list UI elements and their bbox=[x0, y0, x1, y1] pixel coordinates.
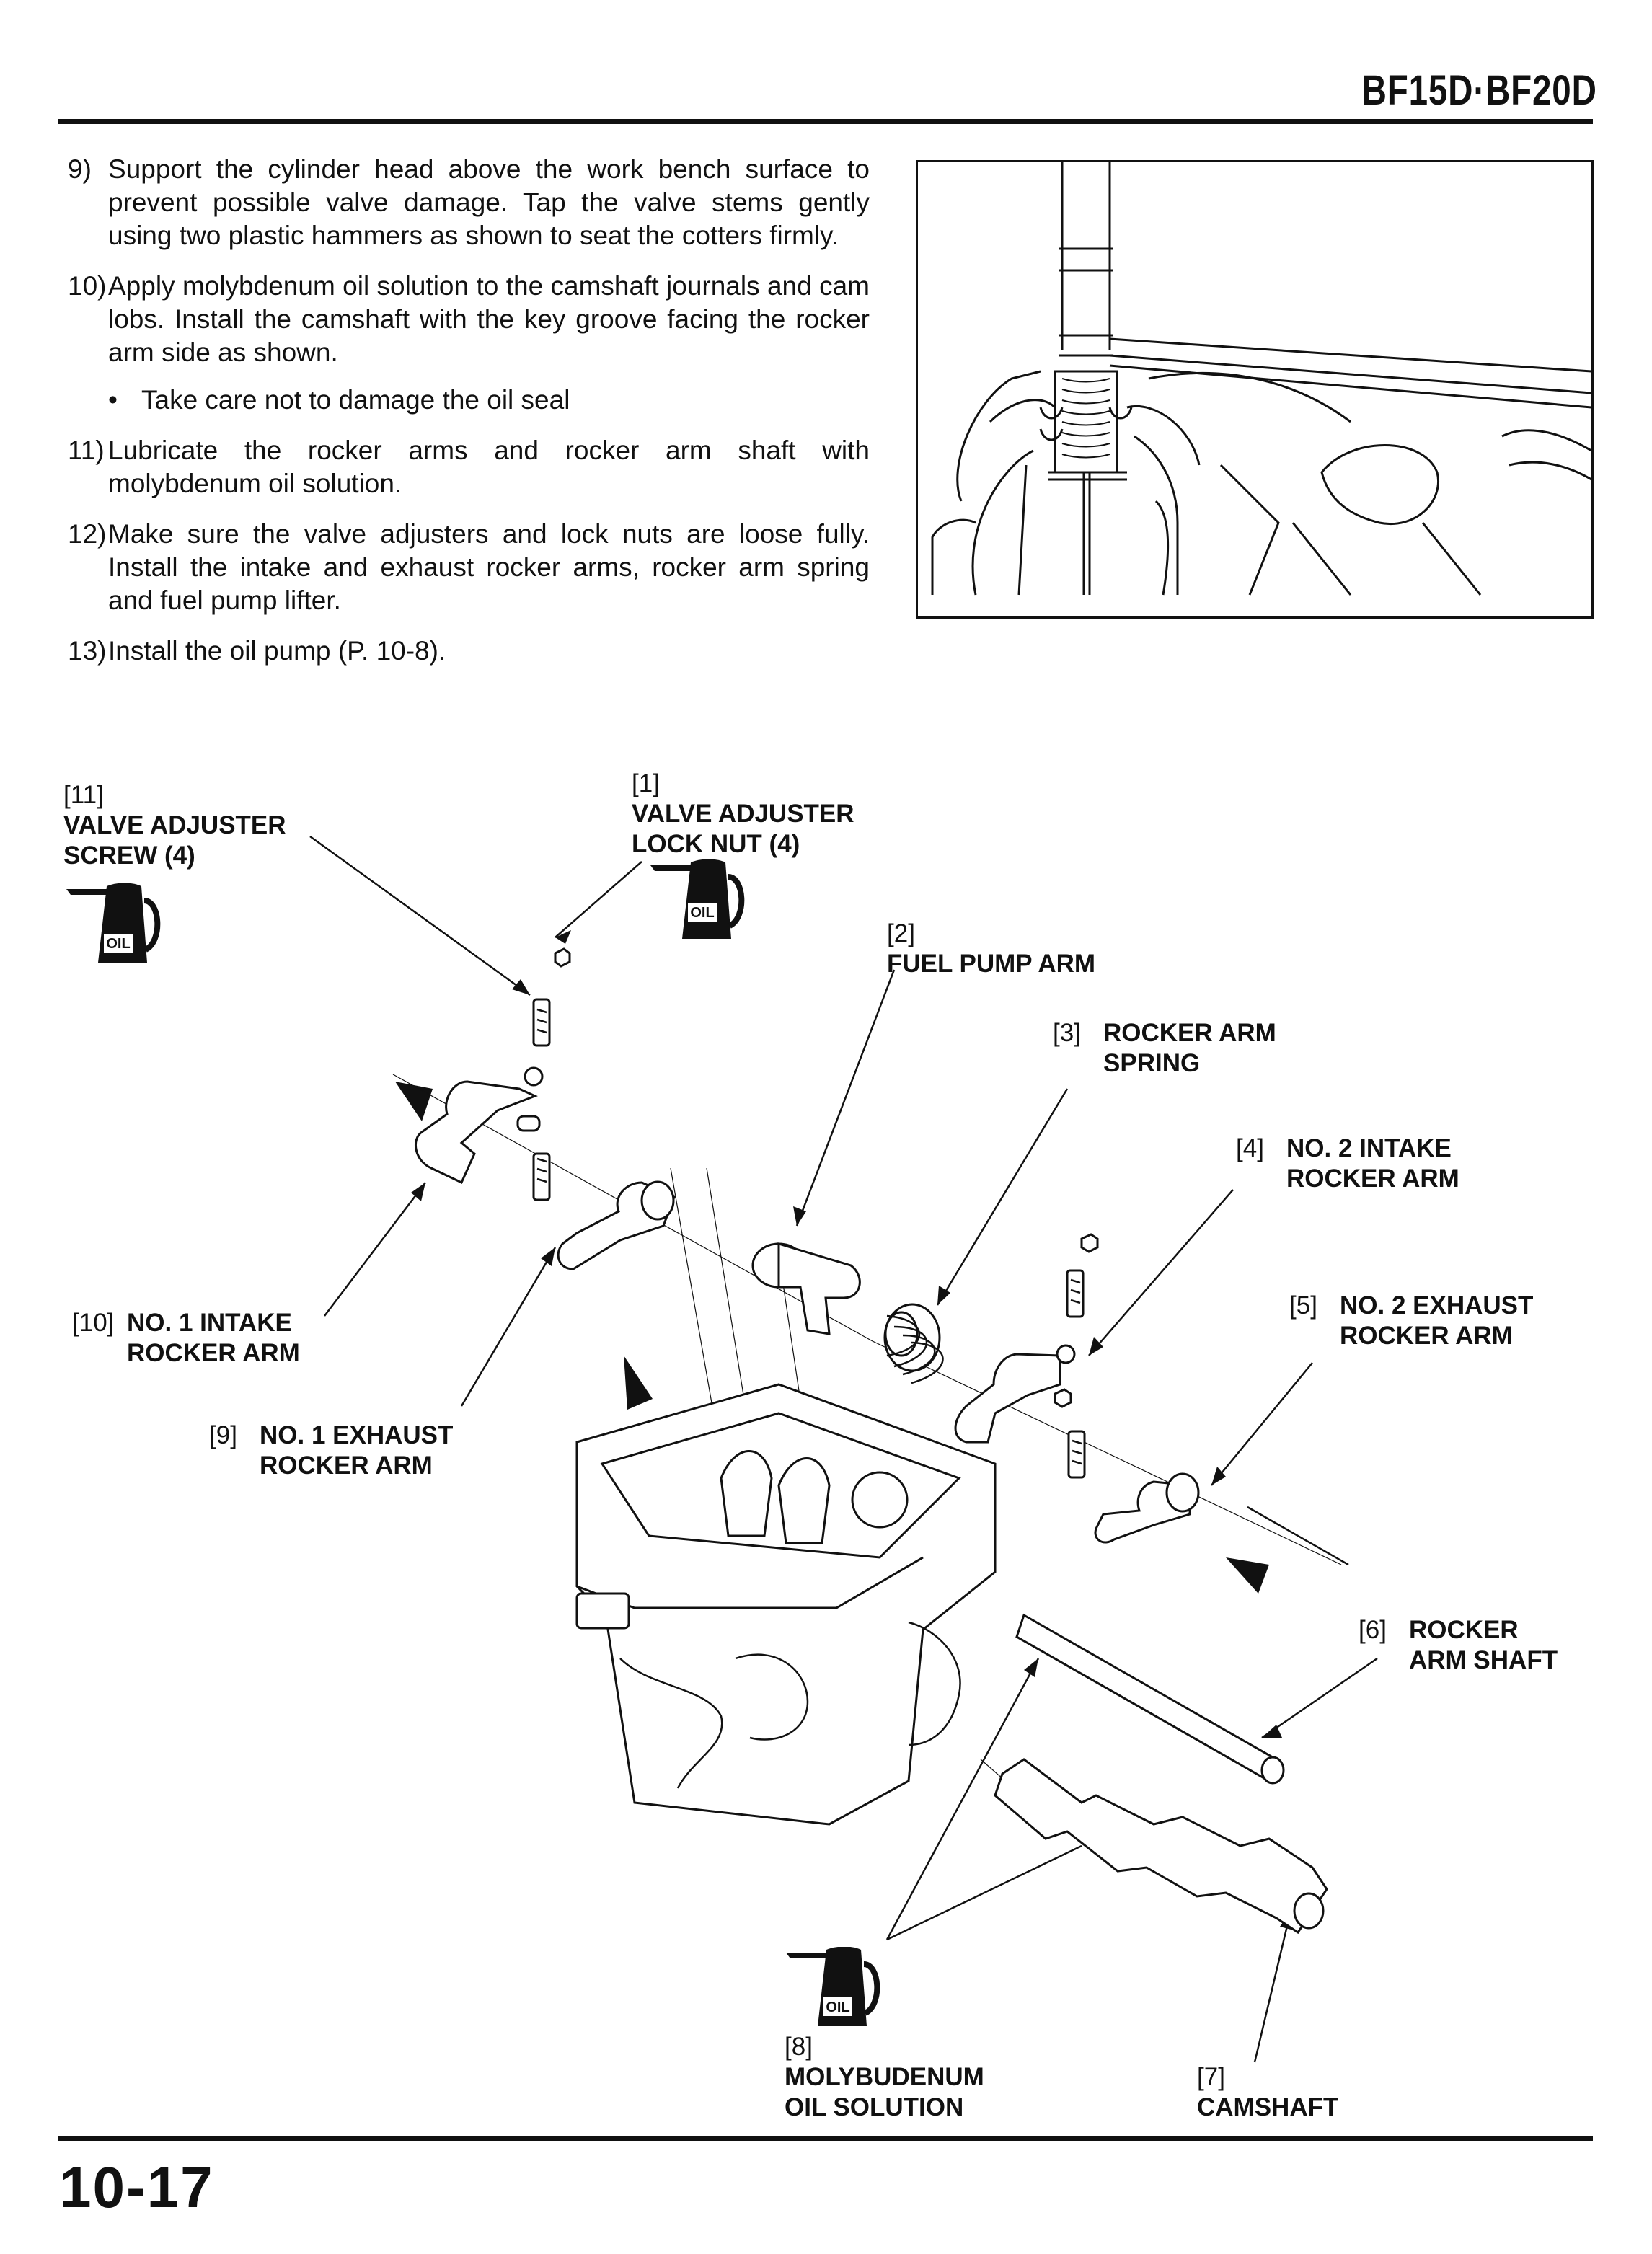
callout-index: [1] bbox=[632, 769, 660, 797]
header-rule bbox=[58, 119, 1593, 124]
step-10-note: • Take care not to damage the oil seal bbox=[108, 384, 870, 417]
step-text: Install the oil pump (P. 10-8). bbox=[108, 636, 446, 666]
callout-label: SCREW (4) bbox=[63, 841, 195, 870]
callout-label: LOCK NUT (4) bbox=[632, 830, 800, 858]
callout-index: [8] bbox=[785, 2033, 813, 2061]
callout-no1-exhaust-rocker-arm: [9] NO. 1 EXHAUST ROCKER ARM bbox=[209, 1420, 453, 1481]
svg-text:OIL: OIL bbox=[690, 905, 714, 921]
step-number: 11) bbox=[68, 436, 105, 465]
footer-rule bbox=[58, 2136, 1593, 2141]
callout-valve-adjuster-lock-nut: [1] VALVE ADJUSTER LOCK NUT (4) bbox=[632, 769, 854, 859]
callout-index: [4] bbox=[1236, 1134, 1264, 1162]
oil-can-icon: OIL bbox=[786, 1946, 887, 2030]
note-text: Take care not to damage the oil seal bbox=[141, 385, 570, 415]
callout-index: [5] bbox=[1289, 1291, 1317, 1320]
callout-label: NO. 1 EXHAUST bbox=[260, 1421, 454, 1449]
callout-molybdenum-oil-solution: [8] MOLYBUDENUM OIL SOLUTION bbox=[785, 2032, 984, 2123]
callout-valve-adjuster-screw: [11] VALVE ADJUSTER SCREW (4) bbox=[63, 780, 286, 871]
oil-can-icon: OIL bbox=[650, 859, 751, 942]
step-text: Make sure the valve adjusters and lock n… bbox=[108, 519, 870, 615]
callout-label: FUEL PUMP ARM bbox=[887, 950, 1096, 978]
callout-index: [3] bbox=[1053, 1019, 1081, 1047]
svg-text:OIL: OIL bbox=[826, 1999, 849, 2015]
callout-label: SPRING bbox=[1103, 1049, 1201, 1077]
callout-label: ARM SHAFT bbox=[1409, 1646, 1558, 1674]
step-number: 10) bbox=[68, 271, 107, 301]
callout-index: [2] bbox=[887, 919, 915, 947]
callout-label: NO. 2 INTAKE bbox=[1286, 1134, 1452, 1162]
callout-label: VALVE ADJUSTER bbox=[632, 800, 854, 828]
callout-label: ROCKER bbox=[1409, 1616, 1519, 1644]
svg-text:OIL: OIL bbox=[106, 936, 130, 952]
callout-label: ROCKER ARM bbox=[260, 1451, 433, 1480]
callout-fuel-pump-arm: [2] FUEL PUMP ARM bbox=[887, 919, 1095, 979]
callout-label: NO. 2 EXHAUST bbox=[1340, 1291, 1534, 1320]
callout-no2-exhaust-rocker-arm: [5] NO. 2 EXHAUST ROCKER ARM bbox=[1289, 1291, 1533, 1351]
callout-index: [10] bbox=[72, 1309, 115, 1337]
procedure-steps: 9) Support the cylinder head above the w… bbox=[68, 153, 870, 685]
step-10: 10) Apply molybdenum oil solution to the… bbox=[68, 270, 870, 369]
oil-can-icon: OIL bbox=[66, 883, 167, 966]
callout-no2-intake-rocker-arm: [4] NO. 2 INTAKE ROCKER ARM bbox=[1236, 1133, 1459, 1194]
callout-rocker-arm-shaft: [6] ROCKER ARM SHAFT bbox=[1359, 1615, 1558, 1676]
callout-index: [7] bbox=[1197, 2063, 1225, 2091]
callout-label: CAMSHAFT bbox=[1197, 2093, 1339, 2121]
step-13: 13) Install the oil pump (P. 10-8). bbox=[68, 635, 870, 668]
callout-rocker-arm-spring: [3] ROCKER ARM SPRING bbox=[1053, 1018, 1276, 1079]
callout-no1-intake-rocker-arm: [10] NO. 1 INTAKE ROCKER ARM bbox=[72, 1308, 300, 1369]
step-9: 9) Support the cylinder head above the w… bbox=[68, 153, 870, 252]
step-number: 9) bbox=[68, 154, 92, 184]
callout-label: MOLYBUDENUM bbox=[785, 2063, 984, 2091]
step-text: Support the cylinder head above the work… bbox=[108, 154, 870, 250]
callout-label: ROCKER ARM bbox=[1103, 1019, 1276, 1047]
step-11: 11) Lubricate the rocker arms and rocker… bbox=[68, 434, 870, 500]
valve-stem-drawing bbox=[931, 162, 1591, 596]
bullet-icon: • bbox=[108, 385, 118, 415]
valve-seating-illustration bbox=[916, 160, 1594, 619]
callout-label: ROCKER ARM bbox=[1340, 1322, 1513, 1350]
callout-label: OIL SOLUTION bbox=[785, 2093, 964, 2121]
callout-label: VALVE ADJUSTER bbox=[63, 811, 286, 839]
step-text: Lubricate the rocker arms and rocker arm… bbox=[108, 436, 870, 498]
callout-label: ROCKER ARM bbox=[1286, 1164, 1459, 1193]
page-number: 10-17 bbox=[59, 2155, 214, 2219]
model-header: BF15D·BF20D bbox=[1361, 67, 1597, 114]
callout-label: NO. 1 INTAKE bbox=[127, 1309, 292, 1337]
step-12: 12) Make sure the valve adjusters and lo… bbox=[68, 518, 870, 617]
step-number: 12) bbox=[68, 519, 107, 549]
step-number: 13) bbox=[68, 636, 107, 666]
callout-camshaft: [7] CAMSHAFT bbox=[1197, 2062, 1338, 2123]
callout-label: ROCKER ARM bbox=[127, 1339, 300, 1367]
callout-index: [9] bbox=[209, 1421, 237, 1449]
callout-index: [6] bbox=[1359, 1616, 1387, 1644]
step-text: Apply molybdenum oil solution to the cam… bbox=[108, 271, 870, 367]
callout-index: [11] bbox=[63, 781, 104, 809]
